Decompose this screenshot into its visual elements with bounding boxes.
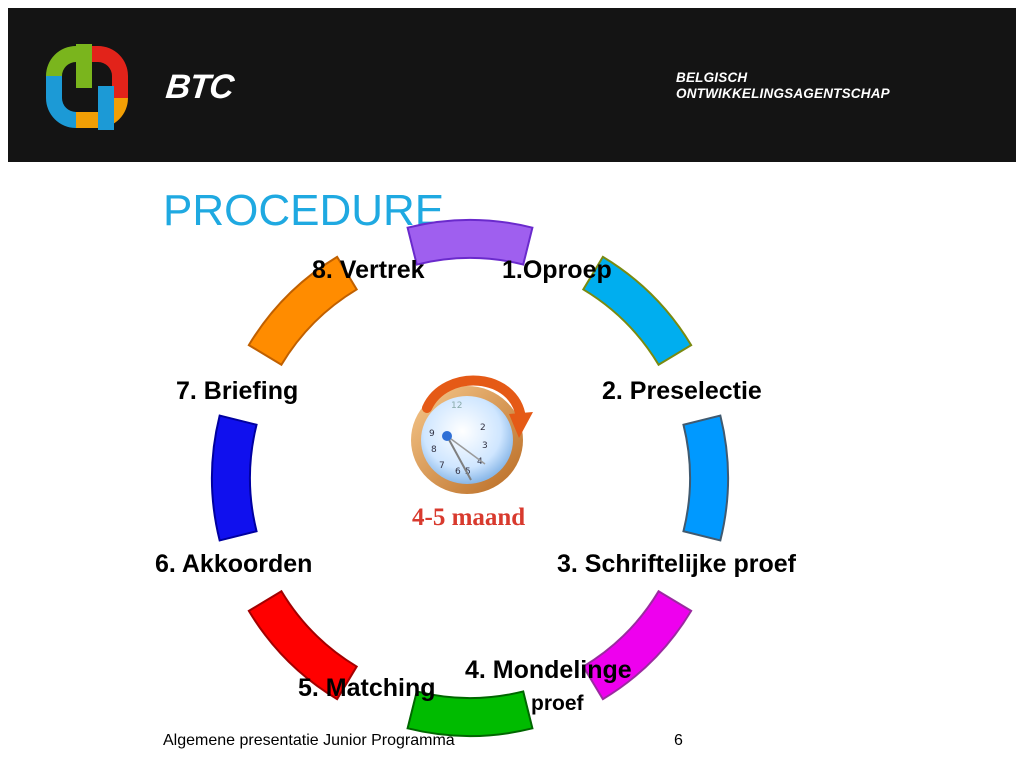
clock-icon: 12 2 3 4 6 7 8 9 5 bbox=[411, 375, 533, 494]
btc-logo-icon bbox=[46, 44, 128, 130]
page-number: 6 bbox=[674, 732, 683, 749]
step-label-5: 5. Matching bbox=[298, 674, 436, 702]
page-title: PROCEDURE bbox=[163, 186, 445, 235]
header-bar: BTC BELGISCH ONTWIKKELINGSAGENTSCHAP bbox=[8, 8, 1016, 162]
cycle-segment-7 bbox=[247, 255, 359, 367]
agency-name: BELGISCH ONTWIKKELINGSAGENTSCHAP bbox=[676, 70, 890, 102]
cycle-segment-8 bbox=[406, 219, 534, 266]
step-label-7: 7. Briefing bbox=[176, 377, 299, 405]
step-label-3: 3. Schriftelijke proef bbox=[557, 550, 796, 578]
svg-text:8: 8 bbox=[431, 445, 437, 455]
cycle-segment-4 bbox=[406, 690, 534, 737]
svg-text:2: 2 bbox=[480, 423, 486, 433]
svg-text:5: 5 bbox=[465, 467, 471, 477]
svg-text:9: 9 bbox=[429, 429, 435, 439]
footer-text: Algemene presentatie Junior Programma bbox=[163, 732, 455, 749]
step-label-4-line-2: proef bbox=[531, 692, 584, 715]
svg-text:3: 3 bbox=[482, 441, 488, 451]
step-label-8: 8. Vertrek bbox=[312, 256, 425, 284]
cycle-segment-5 bbox=[247, 589, 359, 701]
agency-line-1: BELGISCH bbox=[676, 70, 748, 85]
svg-text:4: 4 bbox=[477, 457, 483, 467]
svg-text:6: 6 bbox=[455, 467, 461, 477]
cycle-segment-6 bbox=[211, 414, 258, 542]
step-label-2: 2. Preselectie bbox=[602, 377, 762, 405]
step-label-6: 6. Akkoorden bbox=[155, 550, 313, 578]
cycle-segment-2 bbox=[682, 414, 729, 542]
cycle-segment-3 bbox=[581, 589, 693, 701]
step-label-1: 1.Oproep bbox=[502, 256, 612, 284]
svg-text:12: 12 bbox=[451, 401, 462, 411]
duration-label: 4-5 maand bbox=[412, 504, 526, 531]
agency-line-2: ONTWIKKELINGSAGENTSCHAP bbox=[676, 86, 890, 101]
step-label-4: 4. Mondelinge bbox=[465, 656, 632, 684]
svg-text:7: 7 bbox=[439, 461, 445, 471]
cycle-segment-1 bbox=[581, 255, 693, 367]
